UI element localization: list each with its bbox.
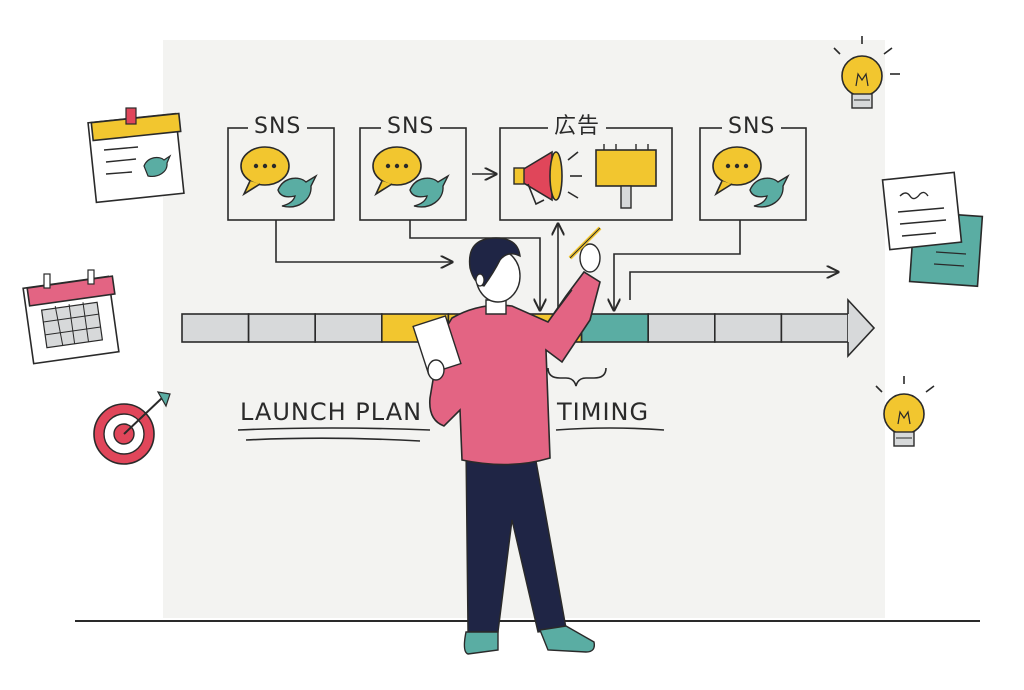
raised-hand (579, 243, 601, 273)
calendar-note-icon (87, 107, 185, 204)
channel-box-sns-3 (699, 127, 807, 221)
billboard-icon (595, 144, 657, 209)
timing-caption: TIMING (557, 398, 650, 426)
timeline-segment (647, 313, 716, 343)
lightbulb-icon (875, 376, 935, 447)
channel-label-ad: 広告 (548, 115, 607, 139)
chat-bubble-icon (372, 146, 422, 197)
channel-box-sns-1 (227, 127, 335, 221)
notes-icon (881, 171, 984, 288)
timeline-segment (580, 313, 649, 343)
lightbulb-icon (833, 36, 900, 109)
channel-box-ad (499, 127, 673, 221)
timeline-arrow-head (847, 297, 876, 359)
channel-label-sns-3: SNS (722, 115, 782, 139)
channel-box-sns-2 (359, 127, 467, 221)
right-shoe (539, 625, 596, 653)
timing-brace (547, 367, 607, 387)
timeline-segment (314, 313, 383, 343)
bird-icon (749, 174, 790, 208)
target-icon (93, 391, 171, 465)
chat-bubble-icon (712, 146, 762, 197)
megaphone-icon (513, 150, 582, 206)
channel-label-sns-2: SNS (381, 115, 441, 139)
flow-arrows (275, 174, 838, 312)
clipboard (412, 315, 462, 381)
bird-icon (409, 174, 450, 208)
chat-bubble-icon (240, 146, 290, 197)
channel-label-sns-1: SNS (248, 115, 308, 139)
timeline-segment (181, 313, 250, 343)
timeline-segment (247, 313, 317, 343)
launch-plan-underline (237, 427, 431, 442)
timing-underline (555, 427, 665, 431)
timeline-segment (713, 313, 783, 343)
left-shoe (463, 631, 499, 655)
calendar-icon (22, 269, 120, 365)
person (412, 226, 602, 655)
launch-plan-caption: LAUNCH PLAN (240, 398, 423, 426)
bird-icon (277, 174, 318, 208)
timeline-segment (780, 313, 849, 343)
